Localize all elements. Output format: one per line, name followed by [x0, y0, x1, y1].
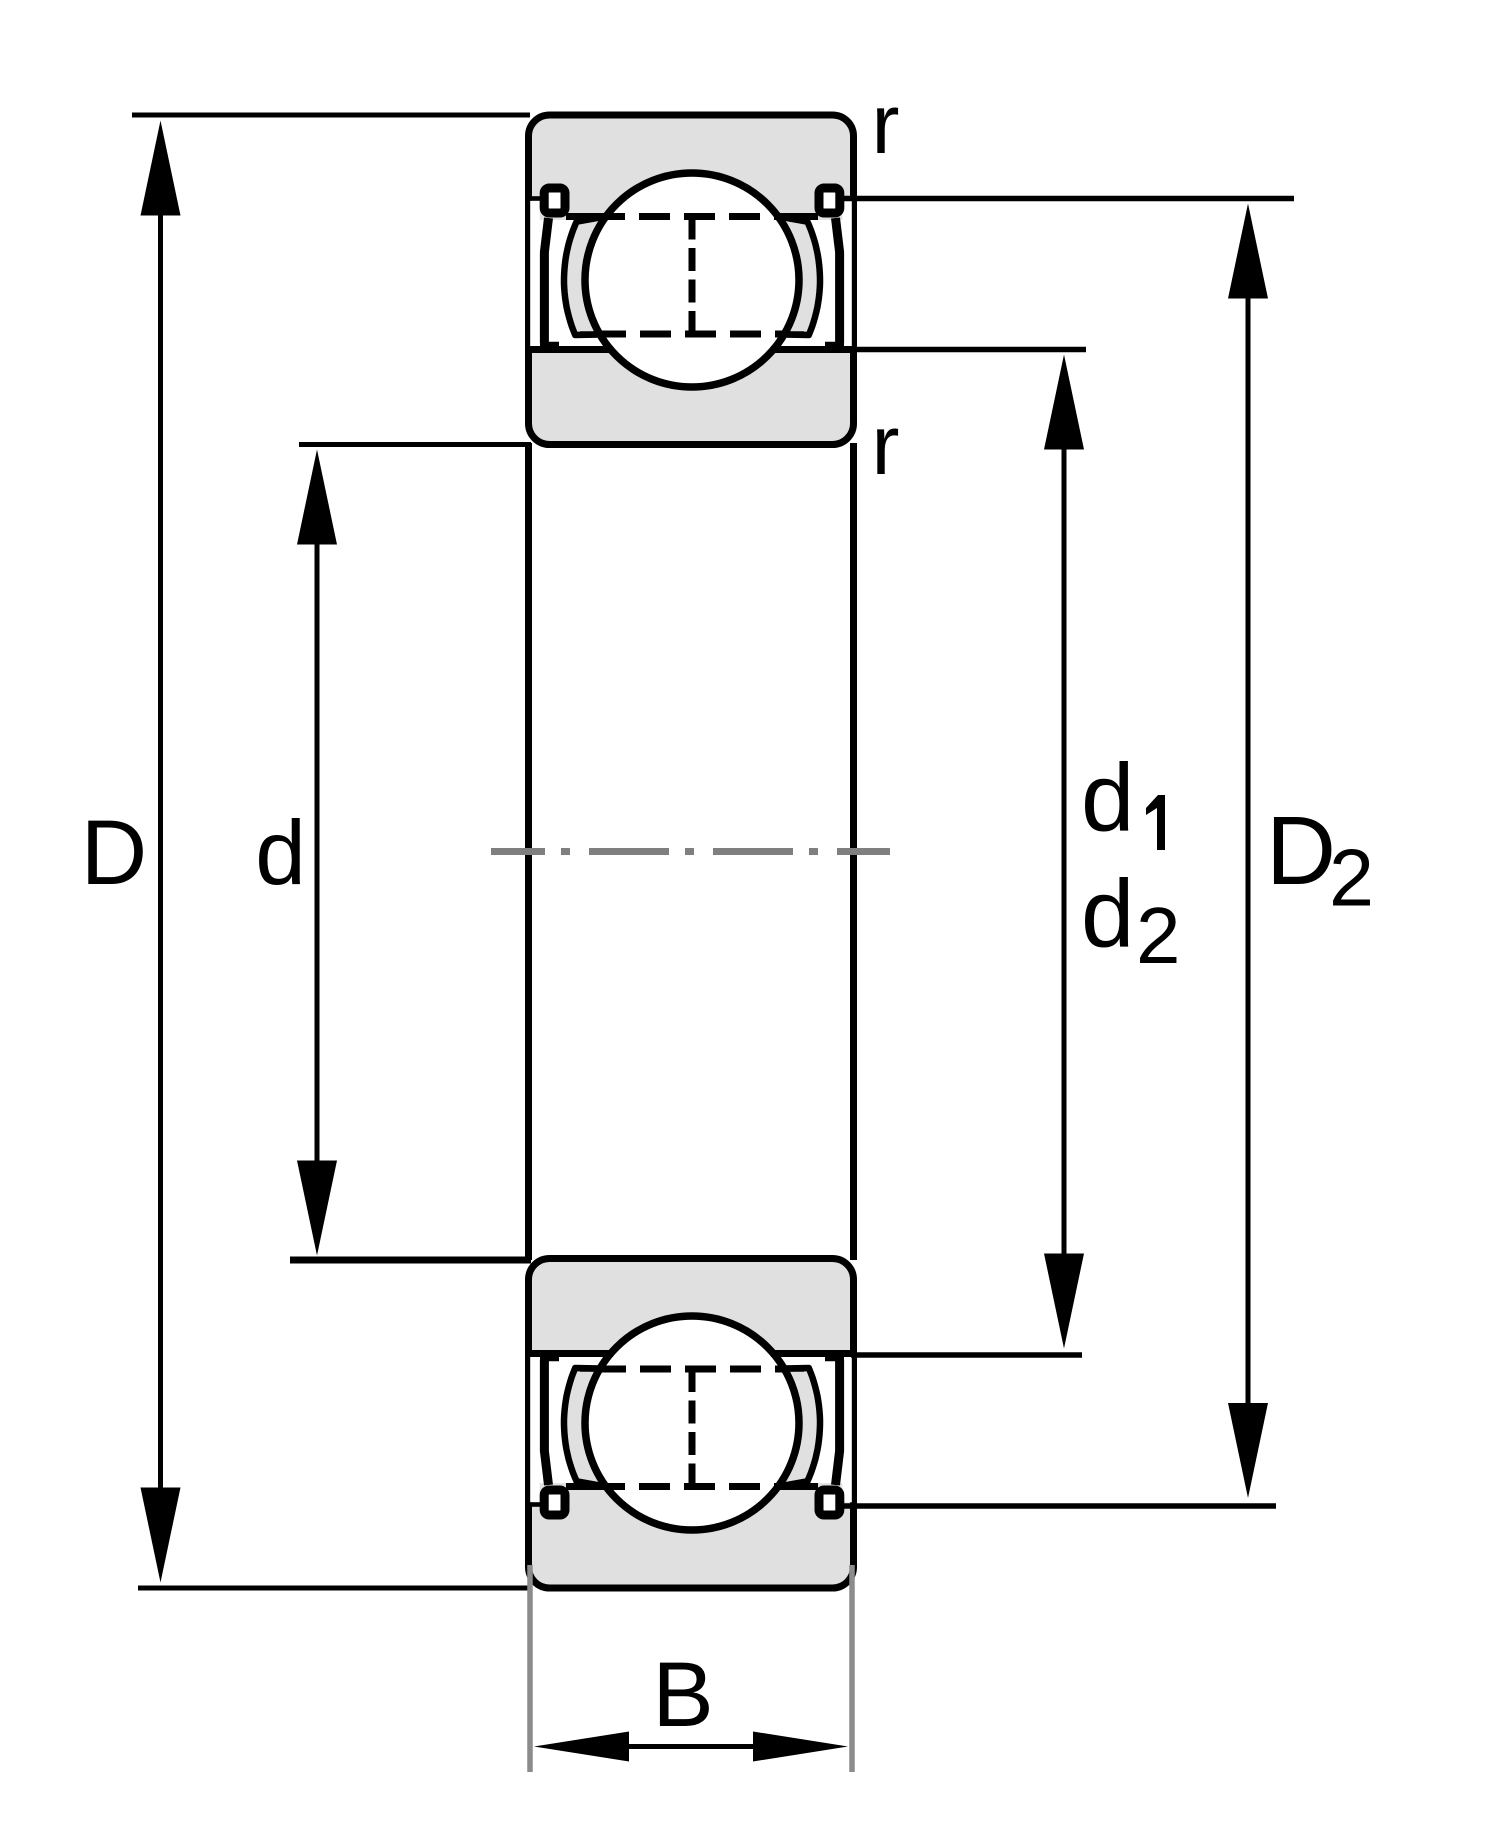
svg-text:2: 2: [1329, 834, 1374, 924]
svg-text:d: d: [1081, 745, 1134, 852]
svg-text:r: r: [872, 77, 900, 171]
svg-text:B: B: [652, 1644, 713, 1746]
svg-text:D: D: [1266, 796, 1336, 905]
svg-text:D: D: [81, 802, 147, 904]
svg-text:d: d: [1081, 861, 1134, 968]
svg-text:2: 2: [1136, 891, 1181, 980]
svg-text:r: r: [872, 398, 900, 492]
svg-text:d: d: [255, 803, 306, 904]
